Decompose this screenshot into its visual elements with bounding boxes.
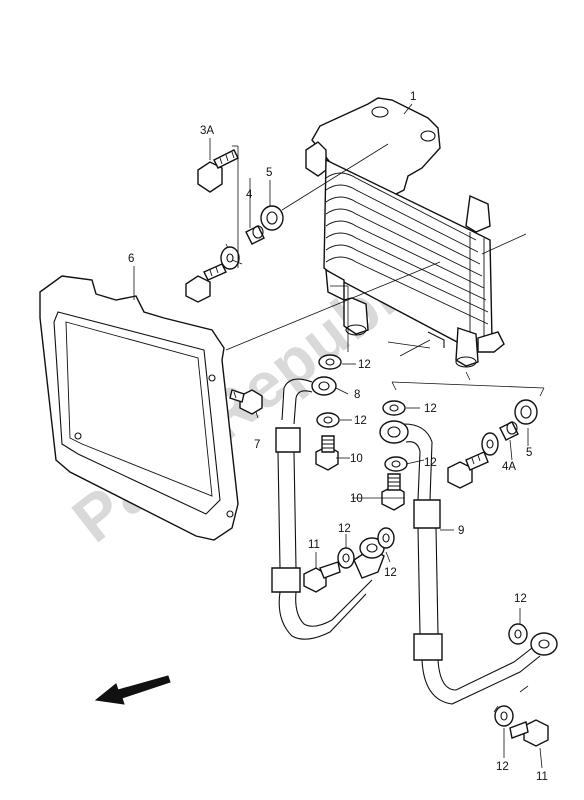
bolt-7 bbox=[229, 389, 263, 415]
callout-9: 9 bbox=[458, 525, 464, 537]
callout-labels: 1 3A 4 5 6 7 8 9 10 10 11 11 12 12 12 12… bbox=[128, 91, 548, 783]
washer-4 bbox=[220, 246, 240, 270]
oil-cooler bbox=[305, 97, 505, 368]
callout-12-f: 12 bbox=[384, 567, 397, 579]
bolt-10-lower bbox=[381, 473, 405, 511]
collar-5 bbox=[260, 205, 284, 231]
callout-11-left: 11 bbox=[308, 539, 320, 551]
callout-12-d: 12 bbox=[424, 457, 437, 469]
callout-7: 7 bbox=[254, 439, 260, 451]
leader-lines bbox=[133, 103, 543, 769]
callout-6: 6 bbox=[128, 253, 134, 265]
callout-5-right: 5 bbox=[526, 447, 532, 459]
hose-left bbox=[271, 376, 385, 640]
callout-3a: 3A bbox=[200, 125, 214, 137]
callout-5: 5 bbox=[266, 167, 272, 179]
callout-8: 8 bbox=[354, 389, 360, 401]
callout-11-right: 11 bbox=[536, 771, 548, 783]
bolt-10-upper bbox=[315, 435, 339, 471]
bolt-right-mount bbox=[447, 451, 489, 489]
cooler-cover bbox=[39, 275, 239, 541]
callout-10-upper: 10 bbox=[350, 453, 363, 465]
assembly-lines bbox=[225, 143, 545, 713]
callout-12-e: 12 bbox=[338, 523, 351, 535]
callout-12-c: 12 bbox=[424, 403, 437, 415]
bolt-11-right bbox=[509, 719, 549, 747]
callout-10-lower: 10 bbox=[350, 493, 363, 505]
washer-4a bbox=[481, 432, 499, 456]
collar-5-right bbox=[514, 399, 538, 425]
callout-12-a: 12 bbox=[358, 359, 371, 371]
collar-4a bbox=[499, 421, 519, 441]
front-arrow-icon bbox=[94, 675, 171, 705]
callout-4: 4 bbox=[246, 189, 253, 201]
cooler-fins bbox=[325, 172, 489, 348]
callout-4a: 4A bbox=[502, 461, 516, 473]
callout-12-h: 12 bbox=[496, 761, 509, 773]
bolt-3a bbox=[197, 149, 239, 193]
bolt-11-left bbox=[303, 561, 341, 593]
callout-12-b: 12 bbox=[354, 415, 367, 427]
callout-1: 1 bbox=[410, 91, 416, 103]
bolt-lower-left bbox=[185, 263, 227, 303]
callout-12-g: 12 bbox=[514, 593, 527, 605]
collar-4 bbox=[245, 225, 265, 245]
hose-right bbox=[379, 420, 558, 705]
washers-12 bbox=[316, 354, 528, 727]
